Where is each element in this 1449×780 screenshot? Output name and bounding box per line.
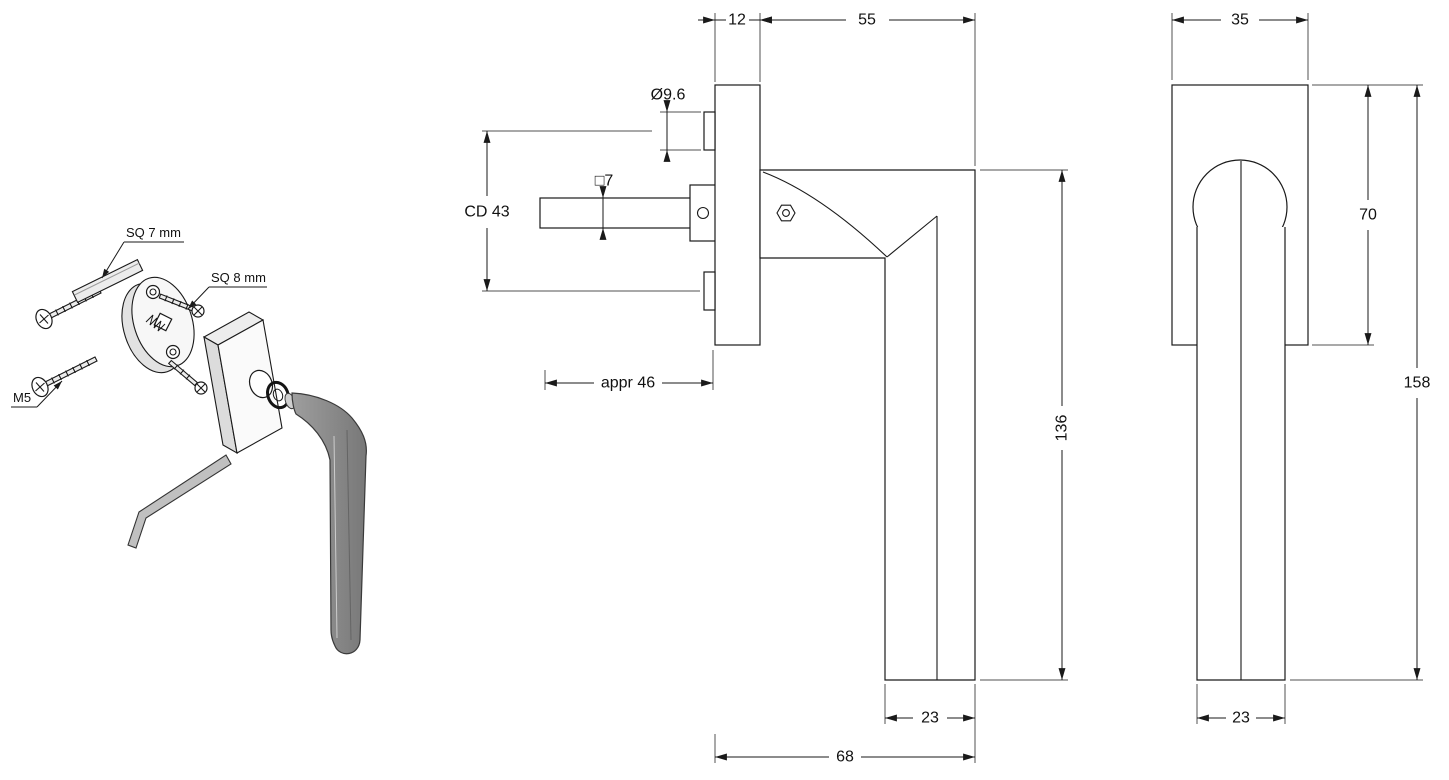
handle-corner-lines [762, 171, 938, 680]
dim-text-23-front: 23 [1232, 710, 1250, 727]
dim-total-depth-68: 68 [714, 734, 975, 766]
m5-label-text: M5 [13, 390, 31, 405]
dim-front-plate-height-70: 70 [1312, 85, 1377, 346]
dim-text-23-side: 23 [921, 710, 939, 727]
dim-text-9-6: Ø9.6 [651, 87, 686, 104]
spindle-bar [71, 258, 144, 304]
dim-spindle-square: □7 [595, 173, 614, 240]
dim-front-total-height-158: 158 [1290, 84, 1431, 681]
dim-text-sq7: □7 [595, 173, 614, 190]
backplate [714, 84, 761, 346]
rosette-screw-lower [167, 359, 208, 395]
dim-text-68: 68 [836, 749, 854, 766]
dim-front-plate-width-35: 35 [1171, 12, 1309, 80]
rosette-hole-lower [165, 344, 181, 360]
spring-coil [145, 314, 166, 332]
sq7-label-text: SQ 7 mm [126, 225, 181, 240]
front-view: 35 70 158 23 [1171, 12, 1431, 727]
dim-grip-depth-23: 23 [884, 684, 976, 763]
cover-plate [202, 311, 283, 455]
side-view: 12 55 Ø9.6 □7 CD 43 [464, 12, 1070, 766]
dim-text-appr46: appr 46 [601, 375, 655, 392]
plate-tab-bottom [703, 271, 716, 311]
handle-profile [759, 169, 976, 681]
dim-handle-height: 136 [980, 169, 1071, 681]
sq8-label: SQ 8 mm [187, 270, 267, 310]
side-spindle [539, 197, 693, 229]
bearing-ring [266, 380, 290, 410]
handle-3d [284, 392, 367, 655]
dim-text-cd43: CD 43 [464, 204, 509, 221]
dim-text-136: 136 [1054, 415, 1071, 442]
m5-label: M5 [11, 380, 63, 408]
exploded-view: M5 SQ 7 mm [11, 225, 367, 655]
sq8-label-text: SQ 8 mm [211, 270, 266, 285]
rosette-hole-upper [145, 284, 161, 300]
dim-boss-diameter: Ø9.6 [651, 87, 701, 162]
set-screw-hex [776, 204, 796, 222]
plate-tab-top [703, 111, 716, 151]
allen-key [127, 454, 232, 549]
dim-text-158: 158 [1404, 375, 1431, 392]
spindle-block [689, 184, 717, 242]
dim-front-grip-width-23: 23 [1196, 684, 1286, 727]
dim-spindle-length: appr 46 [544, 350, 714, 392]
dim-text-55: 55 [858, 12, 876, 29]
dim-plate-width-12: 12 [698, 12, 777, 82]
dim-screw-centers: CD 43 [464, 130, 700, 292]
screw-m5-lower [31, 356, 98, 398]
rosette-base [121, 276, 195, 374]
dim-text-35: 35 [1231, 12, 1249, 29]
dim-text-12: 12 [728, 12, 746, 29]
sq7-label: SQ 7 mm [101, 225, 184, 279]
square-spindle-hole [153, 312, 173, 332]
dim-handle-depth-55: 55 [760, 12, 976, 166]
dim-text-70: 70 [1359, 207, 1377, 224]
grub-screw-hole [696, 206, 710, 220]
